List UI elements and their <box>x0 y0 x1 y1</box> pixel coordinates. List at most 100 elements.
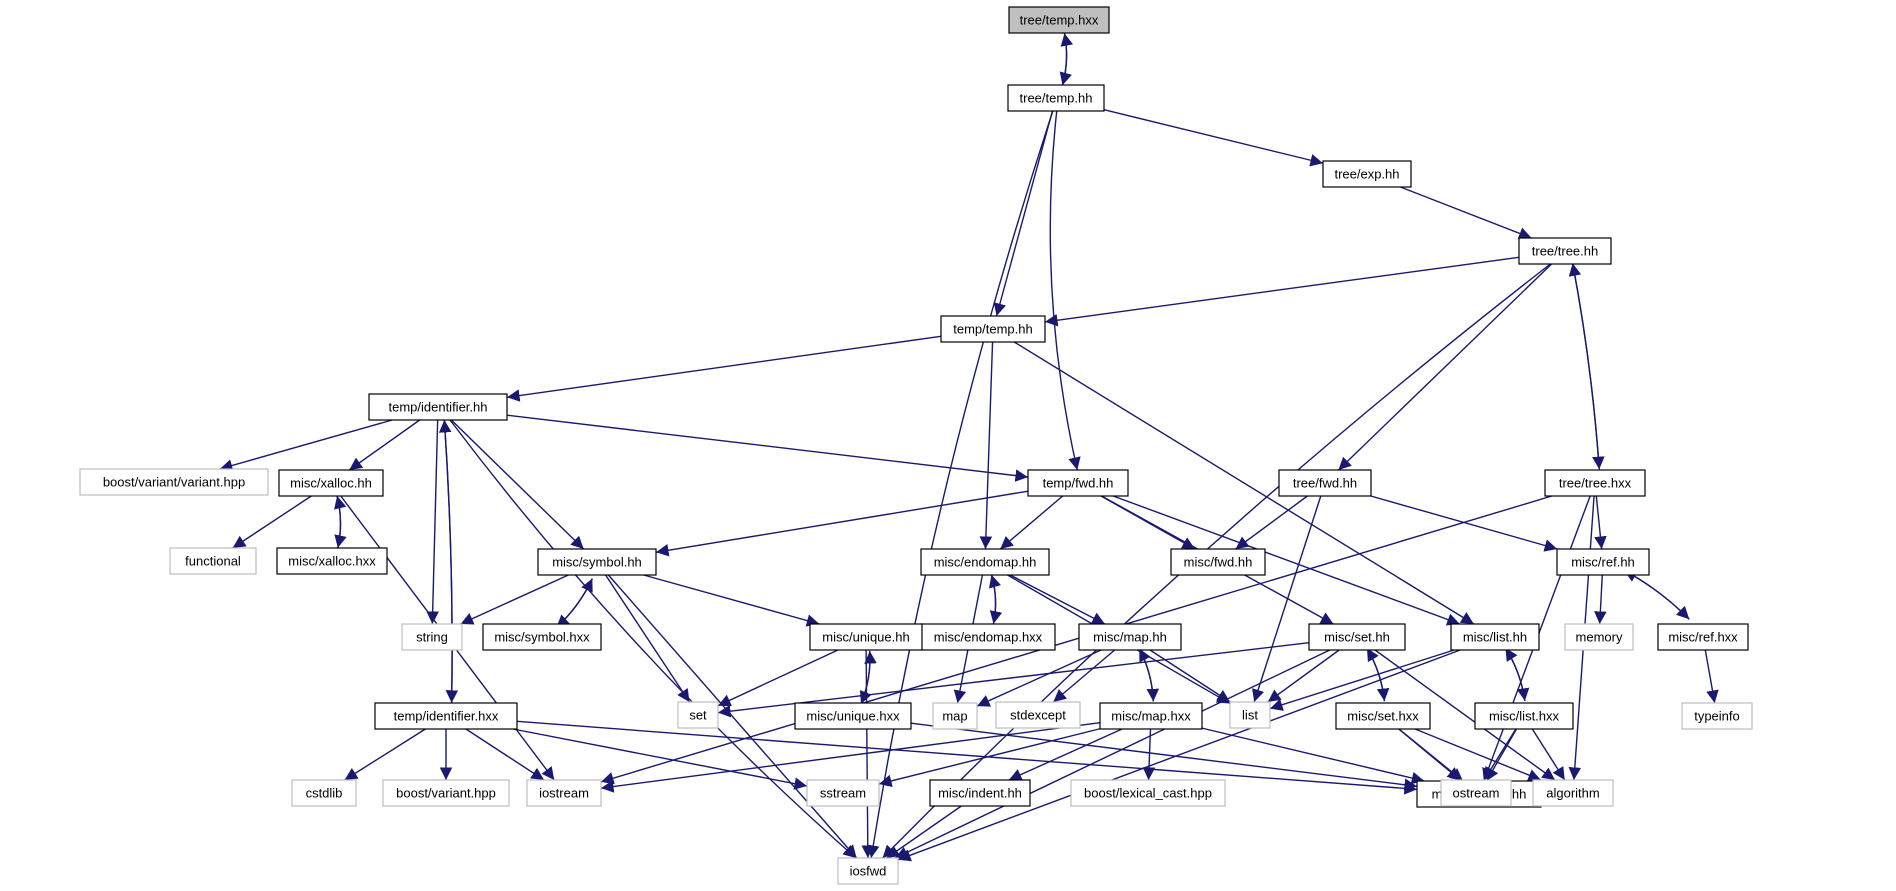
edge-tree_tree_hh-to-tree_tree_hxx <box>1571 263 1605 470</box>
node-misc-indent-hh[interactable]: misc/indent.hh <box>929 779 1031 807</box>
node-label: misc/symbol.hxx <box>494 630 590 645</box>
node-tree-temp-hxx[interactable]: tree/temp.hxx <box>1008 6 1110 34</box>
node-temp-fwd-hh[interactable]: temp/fwd.hh <box>1027 469 1129 497</box>
edge-misc_set_hxx-to-ostream <box>1398 728 1461 781</box>
node-label: tree/exp.hh <box>1334 167 1399 182</box>
edge-misc_indent_hh-to-iosfwd <box>886 805 962 859</box>
edge-tree_tree_hh-to-temp_temp_hh <box>1044 256 1520 327</box>
node-tree-temp-hh[interactable]: tree/temp.hh <box>1007 84 1105 112</box>
node-label: misc/map.hh <box>1093 630 1167 645</box>
edge-misc_ref_hh-to-memory <box>1594 574 1607 625</box>
node-label: misc/ref.hxx <box>1668 630 1738 645</box>
node-misc-set-hxx[interactable]: misc/set.hxx <box>1335 702 1431 730</box>
node-box <box>1450 623 1540 651</box>
node-label: temp/temp.hh <box>953 322 1033 337</box>
edge-temp_temp_hh-to-misc_endomap_hh <box>979 341 994 550</box>
node-box <box>401 623 463 651</box>
node-box <box>291 779 357 807</box>
node-label: typeinfo <box>1694 709 1740 724</box>
node-box <box>940 315 1046 343</box>
node-layer: tree/temp.hxx tree/temp.hh tree/exp.hh tree… <box>79 6 1753 885</box>
node-string: string <box>401 623 463 651</box>
node-misc-ref-hxx[interactable]: misc/ref.hxx <box>1657 623 1749 651</box>
node-misc-list-hh[interactable]: misc/list.hh <box>1450 623 1540 651</box>
node-box <box>837 857 899 885</box>
node-tree-fwd-hh[interactable]: tree/fwd.hh <box>1278 469 1372 497</box>
node-box <box>276 547 388 575</box>
node-tree-tree-hh[interactable]: tree/tree.hh <box>1518 237 1612 265</box>
node-label: boost/variant.hpp <box>396 786 496 801</box>
node-temp-identifier-hxx[interactable]: temp/identifier.hxx <box>374 702 518 730</box>
edge-misc_ref_hxx-to-typeinfo <box>1704 649 1719 704</box>
node-misc-xalloc-hxx[interactable]: misc/xalloc.hxx <box>276 547 388 575</box>
node-misc-endomap-hh[interactable]: misc/endomap.hh <box>920 548 1050 576</box>
edge-misc_unique_hxx-to-misc_contract_hh <box>910 722 1418 791</box>
node-misc-ref-hh[interactable]: misc/ref.hh <box>1556 548 1650 576</box>
edge-tree_fwd_hh-to-list <box>1252 495 1322 703</box>
edge-tree_tree_hxx-to-misc_ref_hh <box>1594 495 1607 550</box>
node-misc-map-hxx[interactable]: misc/map.hxx <box>1099 702 1203 730</box>
node-misc-symbol-hxx[interactable]: misc/symbol.hxx <box>482 623 602 651</box>
node-box <box>1518 237 1612 265</box>
node-label: misc/set.hh <box>1324 630 1390 645</box>
node-label: misc/unique.hh <box>822 630 909 645</box>
node-box <box>932 702 978 730</box>
node-box <box>537 548 657 576</box>
node-memory: memory <box>1564 623 1634 651</box>
edge-temp_identifier_hh-to-iosfwd <box>449 419 857 859</box>
node-box <box>368 393 508 421</box>
edge-tree_tree_hxx-to-tree_tree_hh <box>1568 263 1600 470</box>
node-iostream: iostream <box>526 779 602 807</box>
edge-misc_map_hxx-to-misc_indent_hh <box>1008 728 1123 781</box>
node-misc-endomap-hxx[interactable]: misc/endomap.hxx <box>920 623 1056 651</box>
node-box <box>382 779 510 807</box>
node-misc-fwd-hh[interactable]: misc/fwd.hh <box>1170 548 1266 576</box>
node-misc-unique-hh[interactable]: misc/unique.hh <box>809 623 923 651</box>
node-box <box>1532 779 1614 807</box>
edge-tree_temp_hh-to-temp_fwd_hh <box>1049 110 1081 471</box>
node-temp-identifier-hh[interactable]: temp/identifier.hh <box>368 393 508 421</box>
node-label: functional <box>185 554 241 569</box>
node-temp-temp-hh[interactable]: temp/temp.hh <box>940 315 1046 343</box>
node-box <box>374 702 518 730</box>
edge-layer <box>219 33 1719 862</box>
edge-misc_symbol_hxx-to-misc_symbol_hh <box>555 578 593 629</box>
node-label: misc/list.hh <box>1463 630 1527 645</box>
node-box <box>929 779 1031 807</box>
edge-misc_list_hh-to-iosfwd <box>897 649 1461 862</box>
node-label: tree/temp.hh <box>1020 91 1093 106</box>
node-label: sstream <box>820 786 866 801</box>
node-tree-exp-hh[interactable]: tree/exp.hh <box>1322 160 1412 188</box>
edge-misc_xalloc_hxx-to-misc_xalloc_hh <box>334 495 347 549</box>
edge-temp_identifier_hh-to-string <box>426 419 439 625</box>
edge-misc_set_hxx-to-algorithm <box>1414 728 1542 782</box>
node-misc-map-hh[interactable]: misc/map.hh <box>1078 623 1182 651</box>
node-box <box>1474 702 1574 730</box>
node-misc-unique-hxx[interactable]: misc/unique.hxx <box>794 702 912 730</box>
node-misc-list-hxx[interactable]: misc/list.hxx <box>1474 702 1574 730</box>
node-misc-symbol-hh[interactable]: misc/symbol.hh <box>537 548 657 576</box>
edge-temp_temp_hh-to-misc_list_hh <box>1013 341 1475 625</box>
edge-temp_identifier_hxx-to-sstream <box>512 728 808 790</box>
edge-misc_endomap_hxx-to-misc_endomap_hh <box>988 574 1002 624</box>
node-label: misc/set.hxx <box>1347 709 1419 724</box>
node-label: temp/identifier.hh <box>388 400 487 415</box>
node-label: set <box>689 708 707 723</box>
node-label: cstdlib <box>306 786 343 801</box>
node-label: temp/fwd.hh <box>1043 476 1114 491</box>
edge-temp_identifier_hxx-to-cstdlib <box>344 728 426 781</box>
edge-misc_map_hxx-to-boost_lexical_cast_hpp <box>1142 728 1156 781</box>
node-misc-set-hh[interactable]: misc/set.hh <box>1308 623 1406 651</box>
node-misc-xalloc-hh[interactable]: misc/xalloc.hh <box>278 469 384 497</box>
node-tree-tree-hxx[interactable]: tree/tree.hxx <box>1544 469 1646 497</box>
node-box <box>278 469 384 497</box>
node-box <box>79 468 269 496</box>
edge-misc_map_hxx-to-misc_map_hh <box>1138 648 1155 702</box>
node-label: stdexcept <box>1010 708 1066 723</box>
node-box <box>1008 6 1110 34</box>
node-label: list <box>1242 708 1258 723</box>
node-box <box>1564 623 1634 651</box>
node-cstdlib: cstdlib <box>291 779 357 807</box>
node-stdexcept: stdexcept <box>995 701 1081 729</box>
